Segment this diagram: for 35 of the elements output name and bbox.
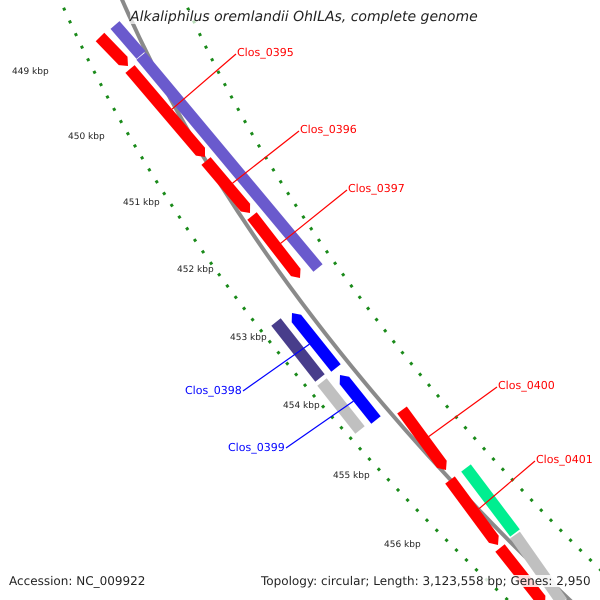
gene-label: Clos_0399 bbox=[228, 442, 285, 453]
gene-label: Clos_0395 bbox=[237, 47, 294, 58]
gene-label: Clos_0400 bbox=[498, 380, 555, 391]
accession-note: Accession: NC_009922 bbox=[9, 575, 146, 587]
gene-feature bbox=[125, 65, 205, 157]
title: Alkaliphilus oremlandii OhILAs, complete genome bbox=[130, 10, 478, 24]
scale-label: 453 kbp bbox=[230, 334, 267, 343]
gene-feature bbox=[201, 157, 250, 213]
gene-feature bbox=[292, 313, 341, 372]
gene-label: Clos_0397 bbox=[348, 183, 405, 194]
leader-line bbox=[286, 400, 354, 448]
gene-label: Clos_0398 bbox=[185, 385, 242, 396]
leader-line bbox=[172, 54, 236, 110]
scale-label: 450 kbp bbox=[68, 133, 105, 142]
genome-info-note: Topology: circular; Length: 3,123,558 bp; Genes: 2,950 bbox=[261, 575, 591, 587]
leader-line bbox=[232, 130, 300, 184]
leader-line bbox=[242, 344, 310, 392]
gene-feature bbox=[445, 476, 499, 545]
scale-label: 454 kbp bbox=[283, 402, 320, 411]
gene-feature bbox=[271, 318, 325, 382]
gene-feature bbox=[397, 406, 447, 470]
leader-line bbox=[428, 386, 498, 437]
gene-feature bbox=[247, 212, 300, 278]
gene-feature bbox=[96, 32, 128, 66]
gene-label: Clos_0401 bbox=[536, 454, 593, 465]
scale-label: 449 kbp bbox=[12, 68, 49, 77]
gene-feature bbox=[461, 464, 520, 537]
leader-line bbox=[478, 460, 536, 510]
gene-feature bbox=[340, 375, 381, 424]
scale-label: 451 kbp bbox=[123, 199, 160, 208]
scale-label: 456 kbp bbox=[384, 541, 421, 550]
gene-label: Clos_0396 bbox=[300, 124, 357, 135]
scale-label: 452 kbp bbox=[177, 266, 214, 275]
leader-line bbox=[280, 190, 348, 244]
scale-label: 455 kbp bbox=[333, 472, 370, 481]
